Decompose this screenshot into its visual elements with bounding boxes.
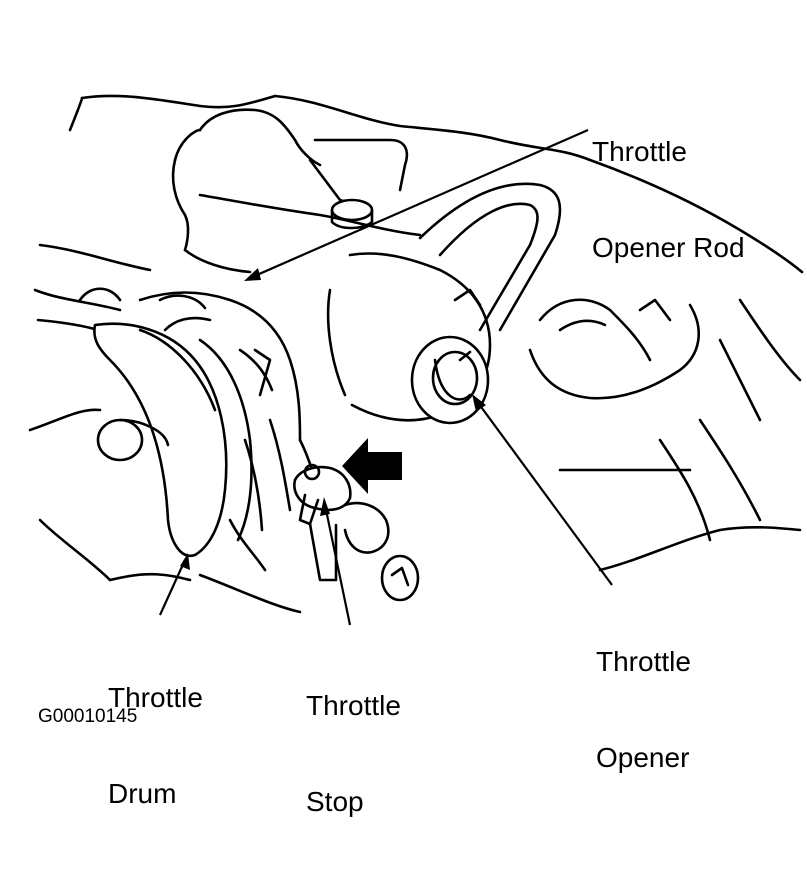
label-line: Stop xyxy=(306,786,364,817)
label-line: Opener Rod xyxy=(592,232,745,263)
label-line: Throttle xyxy=(306,690,401,721)
throttle-stop-assembly xyxy=(293,463,420,602)
leader-opener xyxy=(475,399,613,586)
leader-opener-rod xyxy=(249,128,589,280)
throttle-body xyxy=(138,108,422,572)
engine-line-drawing xyxy=(28,94,804,626)
leader-drum xyxy=(158,559,187,616)
throttle-opener-housing xyxy=(326,252,492,425)
label-line: Throttle xyxy=(596,646,691,677)
label-line: Throttle xyxy=(592,136,687,167)
opener-rod-tube xyxy=(418,182,562,332)
diagram-canvas: Throttle Opener Rod Throttle Opener Thro… xyxy=(28,72,804,817)
label-line: Drum xyxy=(108,778,177,809)
leader-lines xyxy=(158,128,613,626)
label-line: Opener xyxy=(596,742,690,773)
figure-code: G00010145 xyxy=(38,706,138,727)
label-throttle-drum: Throttle Drum xyxy=(108,618,203,874)
right-hose xyxy=(528,298,700,400)
leader-stop xyxy=(323,504,352,626)
label-throttle-stop: Throttle Stop xyxy=(306,626,401,882)
label-throttle-opener: Throttle Opener xyxy=(596,582,691,838)
callout-arrow xyxy=(342,438,402,494)
label-throttle-opener-rod: Throttle Opener Rod xyxy=(592,72,745,328)
label-line: Throttle xyxy=(108,682,203,713)
throttle-drum xyxy=(78,287,253,558)
